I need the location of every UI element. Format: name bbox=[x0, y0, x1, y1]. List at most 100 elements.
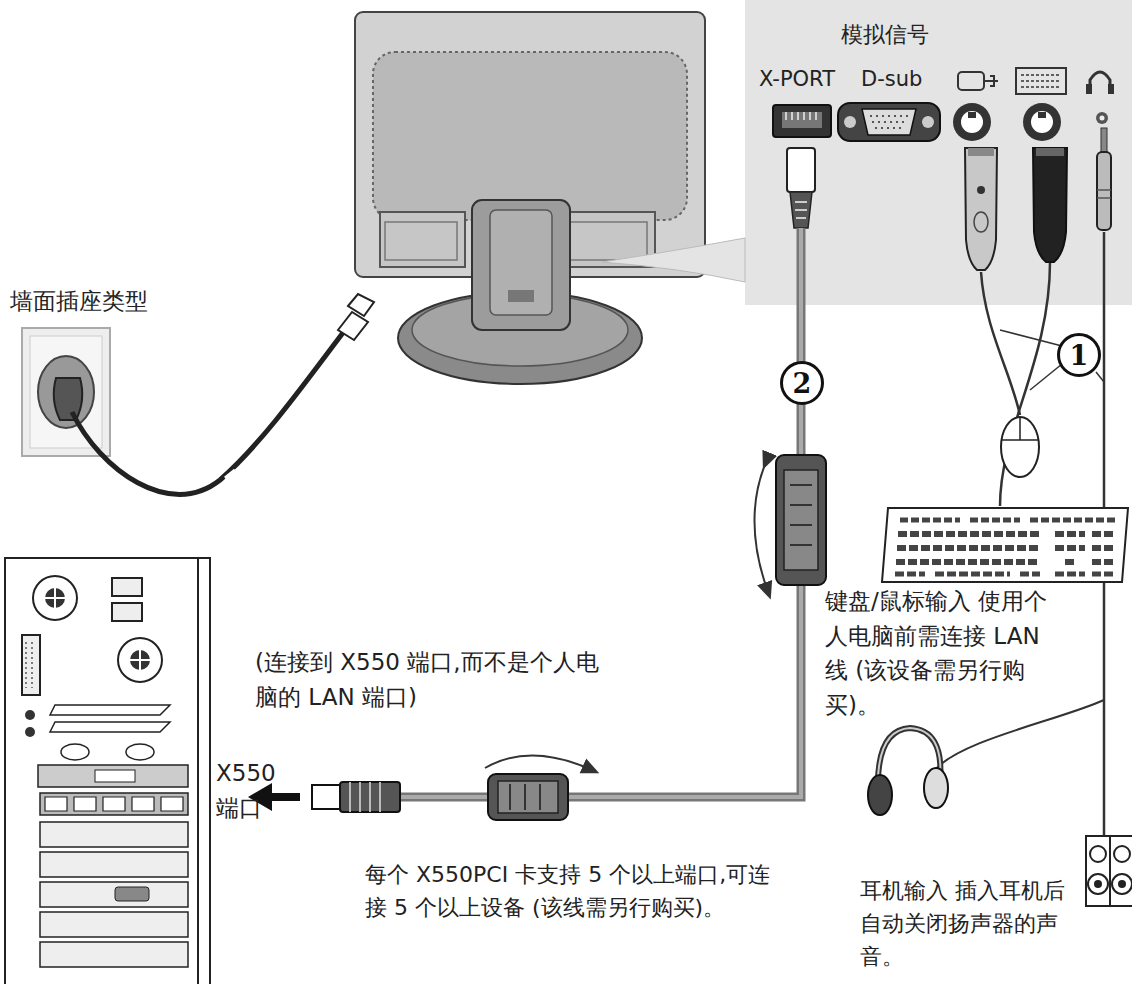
pc-tower-part bbox=[197, 558, 199, 984]
headphone-note: 耳机输入 插入耳机后自动关闭扬声器的声音。 bbox=[860, 874, 1072, 973]
pc-tower-part bbox=[40, 793, 188, 815]
monitor-part bbox=[567, 222, 647, 260]
headphones-speakers-part bbox=[878, 728, 941, 792]
headphones-speakers-part bbox=[1110, 836, 1132, 906]
peripheral-cables-part bbox=[1096, 372, 1104, 382]
lan-cable-part bbox=[350, 782, 380, 812]
headphones-speakers-part bbox=[878, 728, 941, 792]
pc-tower-part bbox=[112, 603, 142, 621]
pc-tower-part bbox=[50, 722, 170, 732]
lan-cable-part bbox=[400, 228, 801, 797]
mouse-keyboard-part bbox=[1001, 417, 1039, 440]
pc-tower-part bbox=[5, 558, 210, 984]
lan-cable-part bbox=[265, 793, 300, 801]
port-label: 模拟信号 bbox=[841, 18, 981, 51]
pc-tower-part bbox=[95, 770, 135, 782]
callout-outline bbox=[1059, 335, 1100, 376]
lan-cable-part bbox=[498, 781, 558, 813]
monitor-part bbox=[380, 212, 465, 267]
pc-tower-part bbox=[112, 578, 142, 596]
wall-socket-part bbox=[338, 312, 368, 340]
port-label: X-PORT bbox=[759, 64, 859, 96]
headphones-speakers-part bbox=[1094, 880, 1102, 888]
pc-tower-part bbox=[126, 744, 154, 760]
lan-cable-part bbox=[400, 228, 801, 797]
wall-socket-part bbox=[38, 356, 94, 428]
lan-cable-part bbox=[776, 455, 826, 585]
lan-cable-part bbox=[790, 485, 812, 545]
callout-number: 1 bbox=[1056, 332, 1102, 378]
callout-number: 2 bbox=[779, 360, 825, 406]
card-note: 每个 X550PCI 卡支持 5 个以上端口,可连接 5 个以上设备 (该线需另… bbox=[365, 858, 775, 924]
mouse-keyboard-part bbox=[897, 545, 1114, 551]
pc-tower-part bbox=[61, 744, 89, 760]
pc-tower-part bbox=[45, 797, 183, 811]
pc-tower-part bbox=[22, 635, 40, 695]
pc-tower-part bbox=[26, 642, 32, 688]
port-panel: 模拟信号 X-PORTD-sub bbox=[745, 0, 1132, 305]
pc-tower-part bbox=[40, 852, 188, 877]
monitor-part bbox=[398, 292, 642, 384]
monitor-part bbox=[373, 52, 687, 220]
wall-socket-part bbox=[72, 330, 345, 494]
pc-tower-part bbox=[40, 942, 188, 967]
lan-cable-part bbox=[510, 784, 540, 810]
headphones-speakers-part bbox=[1086, 836, 1110, 906]
callout-tail bbox=[602, 238, 745, 282]
pc-tower-part bbox=[40, 882, 188, 907]
monitor-part bbox=[355, 12, 705, 277]
monitor-part bbox=[490, 210, 552, 315]
headphones-speakers-part bbox=[1112, 874, 1132, 894]
wall-socket-part bbox=[225, 470, 238, 482]
pc-tower-part bbox=[40, 912, 188, 937]
wall-socket bbox=[22, 294, 374, 494]
lan-cable bbox=[248, 148, 826, 820]
lan-cable-part bbox=[784, 470, 818, 570]
mouse-keyboard-part bbox=[1001, 417, 1039, 477]
wall-socket-part bbox=[348, 294, 374, 316]
callout-text: 2 bbox=[793, 368, 812, 399]
wall-socket-part bbox=[22, 328, 110, 456]
monitor-part bbox=[560, 212, 655, 267]
pc-tower-part bbox=[45, 588, 65, 608]
monitor-part bbox=[412, 294, 628, 366]
pc-tower-part bbox=[33, 576, 77, 620]
pc-tower-part bbox=[50, 705, 170, 715]
mouse-keyboard-part bbox=[896, 559, 1114, 565]
headphones-speakers-part bbox=[868, 775, 892, 815]
pc-tower-part bbox=[40, 583, 70, 613]
port-label: D-sub bbox=[861, 64, 961, 96]
mouse-keyboard-part bbox=[895, 572, 1114, 577]
headphones-speakers-part bbox=[924, 768, 948, 808]
pc-tower-part bbox=[115, 887, 149, 901]
headphones-speakers-part bbox=[1088, 874, 1108, 894]
monitor bbox=[355, 12, 705, 384]
pc-tower-part bbox=[130, 650, 150, 670]
pc-tower-part bbox=[118, 638, 162, 682]
wall-socket-part bbox=[54, 378, 83, 420]
headphones-speakers-part bbox=[1090, 846, 1106, 862]
mouse-keyboard-part bbox=[882, 508, 1128, 582]
peripheral-cables-part bbox=[935, 700, 1104, 770]
mouse-keyboard-part bbox=[900, 518, 1115, 523]
headphones-speakers-part bbox=[1118, 880, 1126, 888]
peripheral-cables-part bbox=[1030, 364, 1062, 390]
peripheral-cables-part bbox=[1000, 330, 1062, 346]
lan-cable-part bbox=[488, 774, 568, 820]
peripheral-cables-part bbox=[1103, 232, 1106, 838]
wall-socket-part bbox=[30, 336, 102, 448]
socket-label: 墙面插座类型 bbox=[10, 284, 240, 319]
pc-tower-part bbox=[25, 727, 35, 737]
pc-tower bbox=[5, 558, 210, 984]
monitor-part bbox=[472, 200, 570, 330]
mouse-keyboard-part bbox=[898, 531, 1114, 537]
pc-tower-part bbox=[40, 822, 188, 847]
pc-tower-part bbox=[38, 765, 188, 787]
pc-tower-part bbox=[25, 710, 35, 720]
lan-cable-part bbox=[340, 782, 400, 812]
headphones-speakers-part bbox=[1114, 846, 1130, 862]
lan-cable-part bbox=[754, 462, 768, 592]
callout-tail-part bbox=[602, 238, 745, 282]
pc-tower-part bbox=[125, 645, 155, 675]
